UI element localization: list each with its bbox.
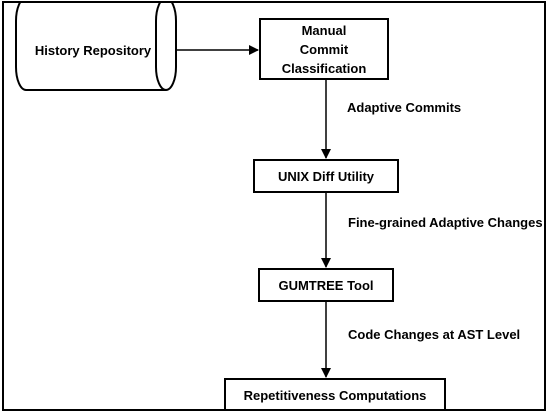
diagram-frame: History Repository Manual Commit Classif…: [2, 1, 546, 411]
edge-label-code-changes-ast: Code Changes at AST Level: [348, 327, 521, 342]
manual-commit-classification-box: Manual Commit Classification: [259, 18, 389, 80]
repetitiveness-computations-label: Repetitiveness Computations: [243, 387, 427, 403]
unix-diff-utility-box: UNIX Diff Utility: [253, 159, 399, 193]
edge-label-fine-grained-changes: Fine-grained Adaptive Changes: [348, 215, 543, 230]
manual-commit-classification-label: Manual Commit Classification: [281, 22, 367, 76]
unix-diff-utility-label: UNIX Diff Utility: [277, 168, 375, 184]
repetitiveness-computations-box: Repetitiveness Computations: [224, 378, 446, 409]
gumtree-tool-label: GUMTREE Tool: [278, 277, 374, 293]
connector-layer: [15, 3, 331, 378]
history-repository-label: History Repository: [34, 43, 152, 58]
history-repository-cylinder: [15, 3, 177, 91]
gumtree-tool-box: GUMTREE Tool: [258, 268, 394, 302]
edge-label-adaptive-commits: Adaptive Commits: [347, 100, 462, 115]
